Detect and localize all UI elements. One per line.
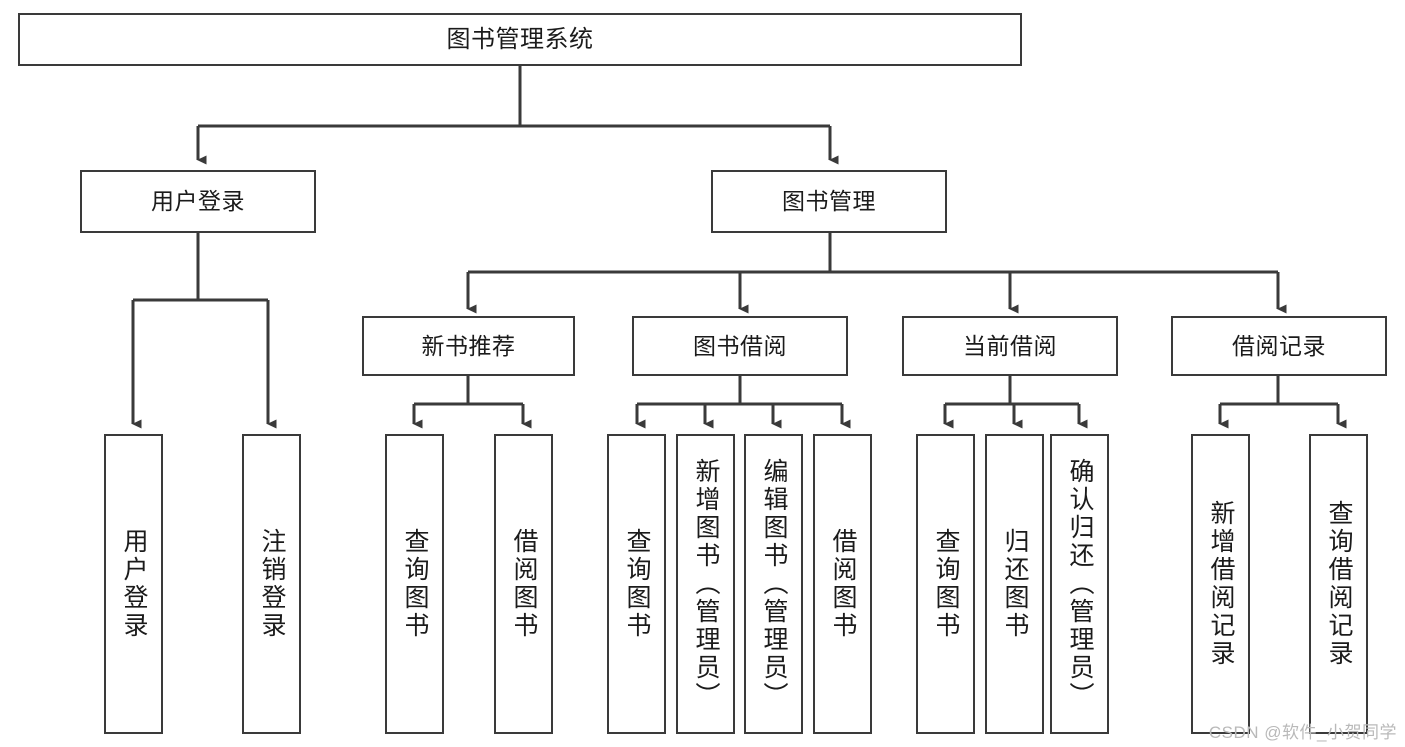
leaf-borrow-edit-book-admin[interactable]: 编辑图书（管理员） bbox=[744, 434, 803, 734]
node-user-login[interactable]: 用户登录 bbox=[80, 170, 316, 233]
leaf-recommend-query-book[interactable]: 查询图书 bbox=[385, 434, 444, 734]
node-label: 编辑图书（管理员） bbox=[760, 458, 788, 710]
node-label: 借阅图书 bbox=[510, 528, 538, 640]
node-label: 新书推荐 bbox=[421, 332, 516, 359]
node-label: 查询图书 bbox=[932, 528, 960, 640]
node-label: 图书管理系统 bbox=[446, 25, 594, 53]
node-label: 当前借阅 bbox=[963, 332, 1057, 359]
node-label: 查询图书 bbox=[401, 528, 429, 640]
csdn-watermark: CSDN @软件_小贺同学 bbox=[1208, 723, 1397, 742]
node-label: 用户登录 bbox=[120, 528, 148, 640]
node-book-borrow[interactable]: 图书借阅 bbox=[632, 316, 848, 376]
node-label: 新增借阅记录 bbox=[1207, 500, 1235, 668]
leaf-record-query-record[interactable]: 查询借阅记录 bbox=[1309, 434, 1368, 734]
leaf-borrow-borrow-book[interactable]: 借阅图书 bbox=[813, 434, 872, 734]
node-label: 图书借阅 bbox=[693, 332, 787, 359]
leaf-user-login-logout[interactable]: 注销登录 bbox=[242, 434, 301, 734]
node-borrow-record[interactable]: 借阅记录 bbox=[1171, 316, 1387, 376]
node-label: 借阅图书 bbox=[829, 528, 857, 640]
node-root-system[interactable]: 图书管理系统 bbox=[18, 13, 1022, 66]
node-new-book-recommend[interactable]: 新书推荐 bbox=[362, 316, 575, 376]
leaf-current-query-book[interactable]: 查询图书 bbox=[916, 434, 975, 734]
leaf-borrow-add-book-admin[interactable]: 新增图书（管理员） bbox=[676, 434, 735, 734]
leaf-borrow-query-book[interactable]: 查询图书 bbox=[607, 434, 666, 734]
leaf-user-login-login[interactable]: 用户登录 bbox=[104, 434, 163, 734]
node-label: 查询借阅记录 bbox=[1325, 500, 1353, 668]
leaf-record-add-record[interactable]: 新增借阅记录 bbox=[1191, 434, 1250, 734]
node-label: 归还图书 bbox=[1001, 528, 1029, 640]
node-label: 注销登录 bbox=[258, 528, 286, 640]
node-label: 图书管理 bbox=[782, 188, 876, 215]
leaf-current-return-book[interactable]: 归还图书 bbox=[985, 434, 1044, 734]
node-label: 确认归还（管理员） bbox=[1066, 458, 1094, 710]
node-book-management[interactable]: 图书管理 bbox=[711, 170, 947, 233]
node-label: 用户登录 bbox=[151, 188, 245, 215]
node-label: 查询图书 bbox=[623, 528, 651, 640]
leaf-current-confirm-return-admin[interactable]: 确认归还（管理员） bbox=[1050, 434, 1109, 734]
node-label: 新增图书（管理员） bbox=[692, 458, 720, 710]
leaf-recommend-borrow-book[interactable]: 借阅图书 bbox=[494, 434, 553, 734]
node-label: 借阅记录 bbox=[1232, 332, 1326, 359]
node-current-borrow[interactable]: 当前借阅 bbox=[902, 316, 1118, 376]
